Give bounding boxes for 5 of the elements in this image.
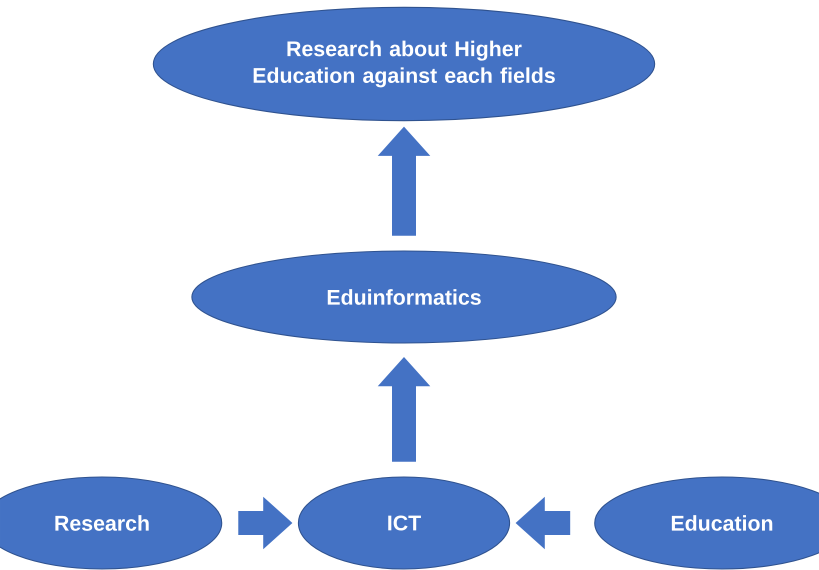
ellipse-node: Education bbox=[594, 476, 819, 570]
ellipse-node: Research bbox=[0, 476, 222, 570]
ellipse-node: ICT bbox=[298, 476, 510, 570]
ellipse-node: Eduinformatics bbox=[191, 250, 617, 344]
ellipse-node: Research about Higher Education against each fields bbox=[152, 6, 656, 122]
